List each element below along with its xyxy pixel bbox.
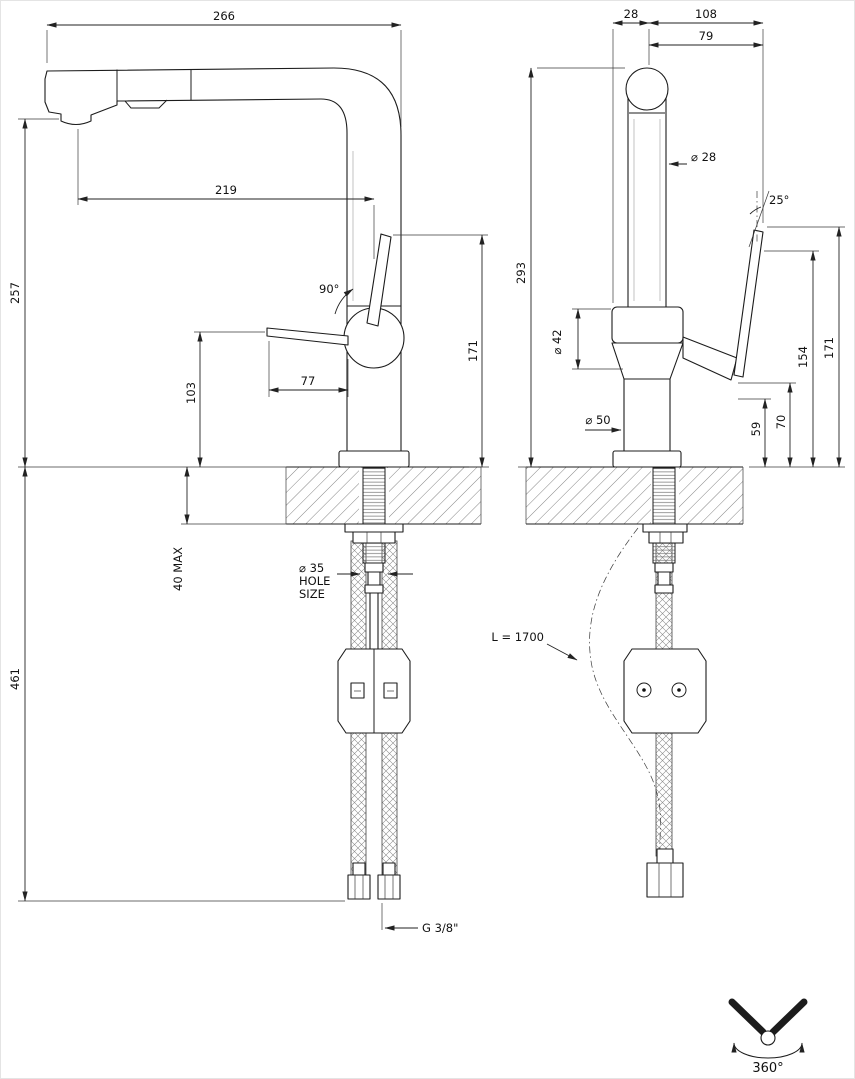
front-under-counter [589, 467, 707, 898]
hose-fitting [646, 862, 684, 898]
hole-size-word1: HOLE [299, 574, 330, 588]
base-column [623, 378, 671, 454]
handle-lever [733, 229, 764, 378]
dim-label-266: 266 [213, 9, 235, 23]
hole-size-word2: SIZE [299, 587, 325, 601]
dim-label-79: 79 [699, 29, 714, 43]
front-dimensions [518, 20, 845, 661]
spout-top-cap [625, 67, 669, 111]
mounting-nut [352, 531, 396, 544]
pullout-hose-path [589, 527, 661, 850]
angle-label-90: 90° [319, 282, 339, 296]
angle-90-arc [334, 288, 354, 315]
rotation-360-icon: 360° [728, 998, 808, 1076]
handle-lever-up [366, 233, 392, 327]
front-labels: 28 108 79 ⌀ 28 293 25° ⌀ 42 ⌀ 50 59 70 1… [491, 7, 836, 644]
dim-label-40max: 40 MAX [171, 547, 185, 591]
mounting-washer [642, 523, 688, 533]
hose-fitting-right [377, 874, 401, 900]
front-view: 28 108 79 ⌀ 28 293 25° ⌀ 42 ⌀ 50 59 70 1… [491, 7, 845, 898]
dim-label-171-side: 171 [466, 340, 480, 362]
side-dimensions [18, 22, 489, 931]
dia-label-50: ⌀ 50 [585, 413, 610, 427]
angle-label-25: 25° [769, 193, 789, 207]
rotation-arrow-arc [731, 1042, 805, 1059]
front-counter-section [525, 466, 744, 525]
dim-label-293: 293 [514, 262, 528, 284]
dim-label-59: 59 [749, 422, 763, 437]
side-view: 266 219 257 90° 171 103 77 40 MAX 461 ⌀ … [8, 9, 489, 935]
handle-lever-horizontal [266, 327, 349, 346]
dia-label-28: ⌀ 28 [691, 150, 716, 164]
dim-label-154: 154 [796, 346, 810, 368]
dim-label-108: 108 [695, 7, 717, 21]
rotation-label-360: 360° [752, 1061, 783, 1076]
threaded-shank [652, 467, 676, 564]
dim-label-257: 257 [8, 282, 22, 304]
handspray-clip [124, 99, 168, 109]
front-faucet [611, 67, 764, 468]
dim-label-28: 28 [624, 7, 639, 21]
thread-label-g38: G 3/8" [422, 921, 458, 935]
dim-label-77: 77 [301, 374, 316, 388]
mounting-washer [344, 523, 404, 533]
side-under-counter [337, 467, 411, 900]
dim-label-171-front: 171 [822, 337, 836, 359]
side-labels: 266 219 257 90° 171 103 77 40 MAX 461 ⌀ … [8, 9, 480, 935]
spout-outline [44, 67, 402, 452]
hose-weight [623, 648, 707, 734]
dim-label-219: 219 [215, 183, 237, 197]
spout-column [627, 95, 667, 308]
mounting-nut [648, 531, 684, 544]
base-flange [338, 450, 410, 468]
base-flange [612, 450, 682, 468]
dim-label-70: 70 [774, 415, 788, 430]
hose-length-label: L = 1700 [491, 630, 544, 644]
pullout-hose [369, 592, 379, 650]
handle-connector [682, 336, 738, 381]
side-faucet [44, 67, 410, 468]
dia-label-42: ⌀ 42 [550, 329, 564, 354]
dim-label-103: 103 [184, 382, 198, 404]
threaded-shank [362, 467, 386, 564]
handle-pivot [760, 1030, 776, 1046]
hole-size-dia: ⌀ 35 [299, 561, 324, 575]
hose-fitting-left [347, 874, 371, 900]
dim-label-461: 461 [8, 668, 22, 690]
valve-body [611, 306, 684, 344]
